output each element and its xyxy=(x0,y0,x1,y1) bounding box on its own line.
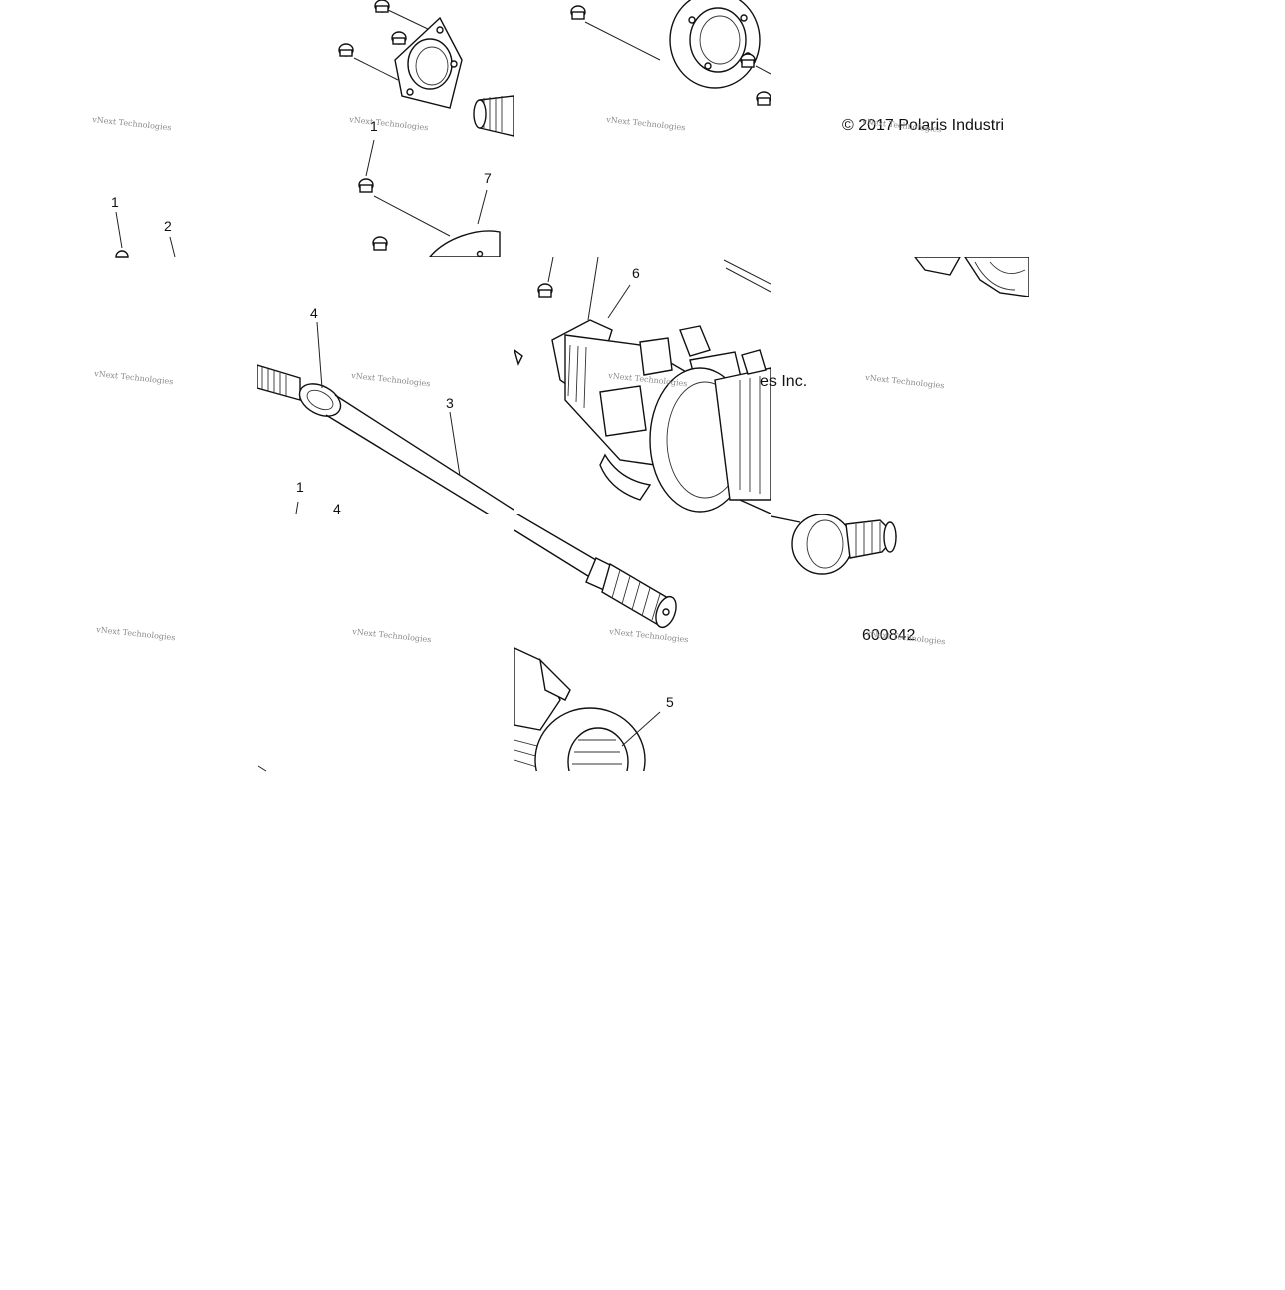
callout-6: 6 xyxy=(632,265,640,281)
watermark: vNext Technologies xyxy=(95,625,176,642)
tile-drive-assembly xyxy=(514,257,771,514)
bolt-icon xyxy=(740,53,756,68)
callout-1: 1 xyxy=(370,118,378,134)
bolt-icon xyxy=(372,236,388,251)
callout-3: 3 xyxy=(446,395,454,411)
copyright-text-fragment: es Inc. xyxy=(760,373,807,390)
tile-flange-round xyxy=(570,0,771,106)
bolt-icon xyxy=(570,5,586,20)
watermark: vNext Technologies xyxy=(605,115,686,132)
bolt-icon xyxy=(537,283,553,298)
callout-4: 4 xyxy=(310,305,318,321)
watermark: vNext Technologies xyxy=(864,373,945,390)
callout-2: 2 xyxy=(164,218,172,234)
tile-shaft xyxy=(257,321,514,514)
tile-shaft-end xyxy=(514,514,677,629)
watermark: vNext Technologies xyxy=(351,627,432,644)
bolt-icon xyxy=(358,178,374,193)
tile-housing-fragment xyxy=(914,257,1029,297)
callout-1: 1 xyxy=(296,479,304,495)
bolt-icon xyxy=(391,31,407,45)
bolt-icon xyxy=(756,91,771,106)
tile-left xyxy=(115,211,176,258)
part-number: 600842 xyxy=(862,627,915,644)
watermark: vNext Technologies xyxy=(91,115,172,132)
callout-7: 7 xyxy=(484,170,492,186)
watermark: vNext Technologies xyxy=(93,369,174,386)
callout-4: 4 xyxy=(333,501,341,517)
callout-1: 1 xyxy=(111,194,119,210)
tile-flange-top xyxy=(338,0,514,257)
bolt-icon xyxy=(374,0,390,13)
watermark: vNext Technologies xyxy=(348,115,429,132)
copyright-text: © 2017 Polaris Industri xyxy=(842,117,1004,134)
watermark: vNext Technologies xyxy=(608,627,689,644)
tile-spline-end xyxy=(771,514,897,575)
bolt-icon xyxy=(338,43,354,57)
tile-drive-bottom xyxy=(514,647,661,771)
callout-5: 5 xyxy=(666,694,674,710)
leader-line xyxy=(257,765,267,772)
watermark: vNext Technologies xyxy=(350,371,431,388)
